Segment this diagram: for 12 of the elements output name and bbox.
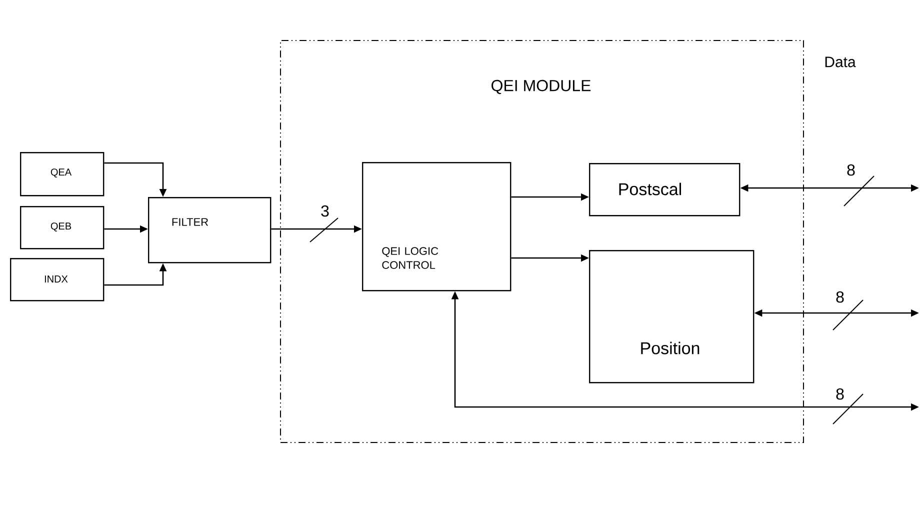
edge-label: 3 <box>321 205 329 217</box>
edge-label: 8 <box>836 291 844 303</box>
register-box: Position <box>589 250 754 384</box>
input-box: INDX <box>10 258 104 302</box>
register-box: Postscal <box>589 163 740 216</box>
edge-label: 8 <box>847 164 855 176</box>
bus-label: Data <box>825 56 856 68</box>
filter-box: FILTER <box>148 197 272 264</box>
logic-box: QEI LOGIC CONTROL <box>362 162 512 292</box>
edge-label: 8 <box>836 388 844 400</box>
input-box: QEB <box>20 206 104 250</box>
input-box: QEA <box>20 152 104 196</box>
